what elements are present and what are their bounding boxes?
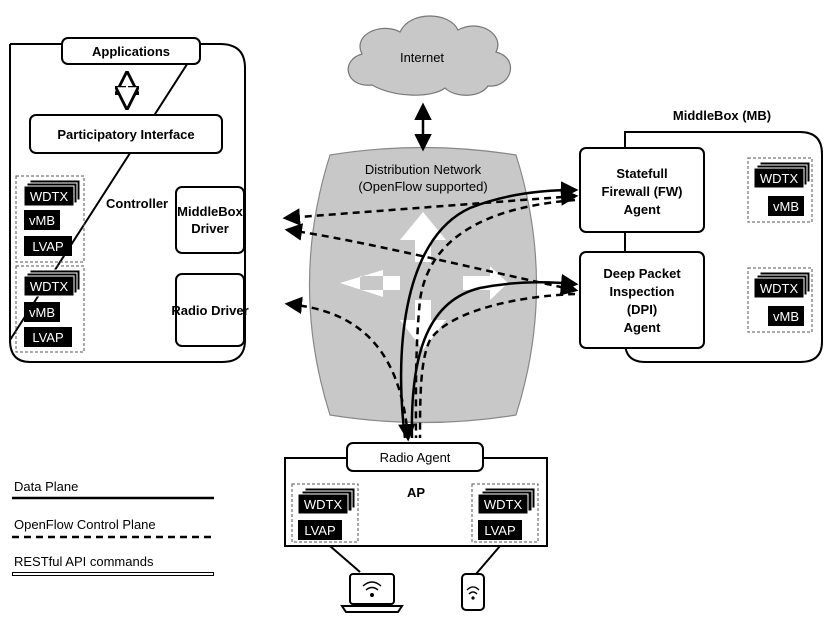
legend-openflow-label: OpenFlow Control Plane bbox=[14, 517, 156, 532]
internet-label: Internet bbox=[400, 50, 444, 65]
middlebox-slice-1: WDTX vMB bbox=[747, 157, 813, 223]
radio-driver-box[interactable] bbox=[175, 273, 245, 347]
wdtx-label: WDTX bbox=[760, 171, 799, 186]
middlebox-box: MiddleBox (MB) Statefull Firewall (FW) A… bbox=[579, 108, 823, 363]
vmb-chip[interactable] bbox=[768, 196, 804, 216]
lvap-chip[interactable] bbox=[478, 520, 522, 540]
ap-box: Radio Agent AP WDTX LVAP WDTX LVAP bbox=[284, 442, 548, 547]
vmb-label: vMB bbox=[773, 199, 799, 214]
firewall-line3: Agent bbox=[624, 202, 662, 217]
lvap-label: LVAP bbox=[32, 330, 63, 345]
middlebox-driver-box[interactable] bbox=[175, 186, 245, 254]
middlebox-title: MiddleBox (MB) bbox=[673, 108, 771, 123]
dpi-line2: Inspection bbox=[609, 284, 674, 299]
participatory-interface-label: Participatory Interface bbox=[57, 127, 194, 142]
wdtx-label: WDTX bbox=[760, 281, 799, 296]
dpi-agent-box[interactable] bbox=[579, 251, 705, 349]
lvap-chip[interactable] bbox=[24, 327, 72, 347]
radio-agent-label: Radio Agent bbox=[380, 450, 451, 465]
wdtx-label: WDTX bbox=[484, 497, 523, 512]
participatory-interface-box[interactable] bbox=[29, 114, 223, 154]
ap-slice-2: WDTX LVAP bbox=[471, 483, 539, 543]
wdtx-chip[interactable] bbox=[23, 275, 75, 297]
radio-agent-box[interactable] bbox=[346, 442, 484, 472]
lvap-chip[interactable] bbox=[24, 236, 72, 256]
radio-driver-label: Radio Driver bbox=[171, 303, 248, 318]
vmb-label: vMB bbox=[773, 309, 799, 324]
ap-phone-link bbox=[475, 545, 501, 575]
laptop-wifi-icon bbox=[340, 573, 404, 613]
lvap-label: LVAP bbox=[304, 523, 335, 538]
controller-slice-2: WDTX vMB LVAP bbox=[15, 265, 85, 353]
firewall-line2: Firewall (FW) bbox=[602, 184, 683, 199]
controller-box: Applications Participatory Interface Con… bbox=[8, 37, 249, 363]
dpi-line1: Deep Packet bbox=[603, 266, 681, 281]
middlebox-driver-line2: Driver bbox=[191, 221, 229, 236]
legend-data-plane-label: Data Plane bbox=[14, 479, 78, 494]
legend: Data Plane OpenFlow Control Plane RESTfu… bbox=[12, 479, 214, 576]
vmb-chip[interactable] bbox=[768, 306, 804, 326]
dpi-line3: (DPI) bbox=[627, 302, 657, 317]
controller-slice-1: WDTX vMB LVAP bbox=[15, 175, 85, 263]
dpi-line4: Agent bbox=[624, 320, 662, 335]
vmb-label: vMB bbox=[29, 305, 55, 320]
distribution-subtitle: (OpenFlow supported) bbox=[358, 179, 487, 194]
wdtx-label: WDTX bbox=[30, 189, 69, 204]
firewall-agent-box[interactable] bbox=[579, 147, 705, 233]
lvap-label: LVAP bbox=[484, 523, 515, 538]
applications-label: Applications bbox=[92, 44, 170, 59]
middlebox-slice-2: WDTX vMB bbox=[747, 267, 813, 333]
middlebox-driver-line1: MiddleBox bbox=[177, 204, 243, 219]
lvap-chip[interactable] bbox=[298, 520, 342, 540]
distribution-title: Distribution Network bbox=[365, 162, 482, 177]
lvap-label: LVAP bbox=[32, 239, 63, 254]
ap-label: AP bbox=[407, 485, 425, 500]
wdtx-chip[interactable] bbox=[297, 493, 349, 515]
wdtx-chip[interactable] bbox=[477, 493, 529, 515]
applications-box[interactable] bbox=[61, 37, 201, 65]
vmb-chip[interactable] bbox=[24, 210, 60, 230]
wdtx-label: WDTX bbox=[30, 279, 69, 294]
wdtx-label: WDTX bbox=[304, 497, 343, 512]
vmb-chip[interactable] bbox=[24, 302, 60, 322]
wdtx-chip[interactable] bbox=[23, 185, 75, 207]
wdtx-chip[interactable] bbox=[753, 277, 805, 299]
ap-laptop-link bbox=[329, 545, 361, 573]
controller-label: Controller bbox=[106, 196, 168, 211]
wdtx-chip[interactable] bbox=[753, 167, 805, 189]
legend-restful-label: RESTful API commands bbox=[14, 554, 154, 569]
vmb-label: vMB bbox=[29, 213, 55, 228]
internet-cloud: Internet bbox=[347, 15, 512, 96]
ap-slice-1: WDTX LVAP bbox=[291, 483, 359, 543]
firewall-line1: Statefull bbox=[616, 166, 667, 181]
phone-wifi-icon bbox=[461, 573, 485, 611]
openflow-paths bbox=[282, 188, 579, 442]
